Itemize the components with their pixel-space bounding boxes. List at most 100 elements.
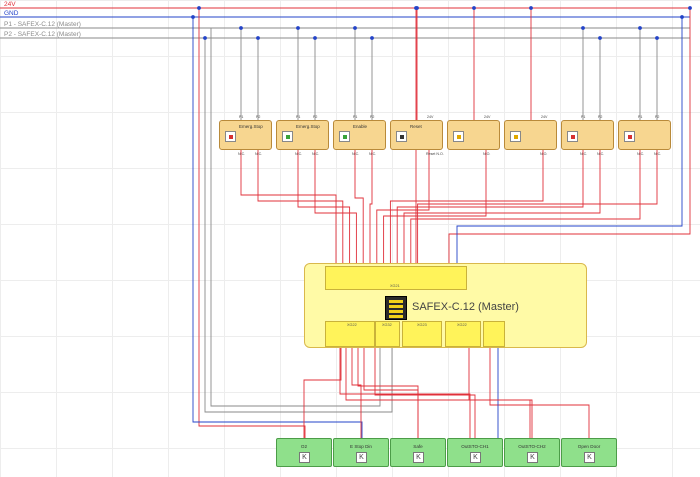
input-device[interactable] bbox=[447, 120, 500, 150]
wire bbox=[468, 348, 533, 438]
wire bbox=[354, 150, 364, 265]
contact-type-label: N.C. bbox=[637, 152, 645, 156]
pin-top-label: P2 bbox=[655, 115, 660, 119]
junction-dot bbox=[655, 36, 659, 40]
input-device[interactable]: Emerg.Stop bbox=[219, 120, 272, 150]
input-terminal-bank[interactable] bbox=[325, 266, 467, 290]
output-bank-label: XG22 bbox=[347, 323, 357, 327]
contact-type-label: N.C. bbox=[295, 152, 303, 156]
output-device[interactable]: Open Door K bbox=[561, 438, 617, 467]
output-device[interactable]: OutSTO-CH2 K bbox=[504, 438, 560, 467]
contact-type-label: N.C. bbox=[654, 152, 662, 156]
sensor-icon bbox=[510, 131, 521, 142]
pin-top-label: P1 bbox=[581, 115, 586, 119]
junction-dot bbox=[598, 36, 602, 40]
supply-24v bbox=[448, 8, 691, 265]
output-bank-label: XG32 bbox=[382, 323, 392, 327]
junction-dot bbox=[581, 26, 585, 30]
input-device[interactable]: Emerg.Stop bbox=[276, 120, 329, 150]
wire bbox=[204, 38, 393, 413]
output-terminal-bank[interactable] bbox=[445, 321, 481, 347]
sensor-icon bbox=[453, 131, 464, 142]
pin-top-label: P1 bbox=[353, 115, 358, 119]
wire bbox=[345, 348, 531, 438]
icon-color-mark bbox=[457, 135, 461, 139]
input-bank-label: XG21 bbox=[390, 284, 400, 288]
contact-type-label: N.C. bbox=[312, 152, 320, 156]
output-bank-label: XG23 bbox=[417, 323, 427, 327]
icon-color-mark bbox=[400, 135, 404, 139]
wire bbox=[303, 348, 342, 438]
output-name: O2 bbox=[300, 444, 308, 449]
device-name: Reset bbox=[410, 124, 422, 129]
wire bbox=[376, 150, 430, 265]
rail-label-p2: P2 - SAFEX-C.12 (Master) bbox=[4, 31, 81, 38]
input-device[interactable]: Reset bbox=[390, 120, 443, 150]
pin-top-label: P2 bbox=[370, 115, 375, 119]
contact-type-label: N.O. bbox=[483, 152, 491, 156]
junction-dot bbox=[472, 6, 476, 10]
safety-controller[interactable]: XG21 SAFEX-C.12 (Master) XG22 XG32 XG23 … bbox=[304, 263, 587, 348]
junction-dot bbox=[239, 26, 243, 30]
wire bbox=[417, 150, 658, 265]
junction-dot bbox=[638, 26, 642, 30]
pin-top-label: 24V bbox=[427, 115, 434, 119]
input-device[interactable] bbox=[561, 120, 614, 150]
junction-dot bbox=[296, 26, 300, 30]
rail-label-p1: P1 - SAFEX-C.12 (Master) bbox=[4, 21, 81, 28]
input-device[interactable] bbox=[504, 120, 557, 150]
output-terminal-bank[interactable] bbox=[325, 321, 375, 347]
output-device[interactable]: OutSTO-CH1 K bbox=[447, 438, 503, 467]
relay-k-icon: K bbox=[470, 452, 481, 463]
wire bbox=[374, 348, 476, 438]
output-device[interactable]: O2 K bbox=[276, 438, 332, 467]
door-switch-icon bbox=[624, 131, 635, 142]
output-device[interactable]: E Stop Din K bbox=[333, 438, 389, 467]
output-device[interactable]: Safe K bbox=[390, 438, 446, 467]
device-name: Emerg.Stop bbox=[296, 124, 320, 129]
wire bbox=[403, 150, 601, 265]
wire bbox=[257, 150, 344, 265]
wire bbox=[410, 150, 641, 265]
icon-color-mark bbox=[628, 135, 632, 139]
contact-type-label: N.C. bbox=[597, 152, 605, 156]
output-terminal-bank[interactable] bbox=[483, 321, 505, 347]
output-name: E Stop Din bbox=[350, 444, 372, 449]
wire bbox=[389, 150, 544, 265]
emergency-stop-icon bbox=[282, 131, 293, 142]
output-terminal-bank[interactable] bbox=[375, 321, 400, 347]
output-terminal-bank[interactable] bbox=[402, 321, 442, 347]
output-name: Open Door bbox=[577, 444, 601, 449]
wire bbox=[297, 150, 351, 265]
relay-k-icon: K bbox=[299, 452, 310, 463]
contact-type-label: N.O. bbox=[540, 152, 548, 156]
output-bank-label: XG22 bbox=[457, 323, 467, 327]
relay-k-icon: K bbox=[413, 452, 424, 463]
output-name: OutSTO-CH2 bbox=[518, 444, 546, 449]
device-name: Enable bbox=[353, 124, 368, 129]
wire bbox=[383, 150, 487, 265]
junction-dot bbox=[353, 26, 357, 30]
contact-type-label: N.C. bbox=[352, 152, 360, 156]
wire bbox=[198, 8, 306, 438]
wire bbox=[240, 150, 337, 265]
icon-color-mark bbox=[286, 135, 290, 139]
input-device[interactable]: Enable bbox=[333, 120, 386, 150]
wire bbox=[210, 28, 381, 407]
pin-top-label: 24V bbox=[484, 115, 491, 119]
input-device[interactable] bbox=[618, 120, 671, 150]
pin-top-label: P1 bbox=[239, 115, 244, 119]
junction-dot bbox=[313, 36, 317, 40]
rail-label-gnd: GND bbox=[4, 10, 19, 17]
wire bbox=[351, 348, 362, 438]
wire bbox=[314, 150, 357, 265]
junction-dot bbox=[370, 36, 374, 40]
contact-type-label: N.C. bbox=[238, 152, 246, 156]
wire bbox=[339, 348, 471, 438]
junction-dot bbox=[203, 36, 207, 40]
wire bbox=[363, 348, 419, 438]
wire bbox=[192, 17, 363, 438]
contact-type-label: Reset N.O. bbox=[426, 152, 444, 156]
contact-type-label: N.C. bbox=[580, 152, 588, 156]
